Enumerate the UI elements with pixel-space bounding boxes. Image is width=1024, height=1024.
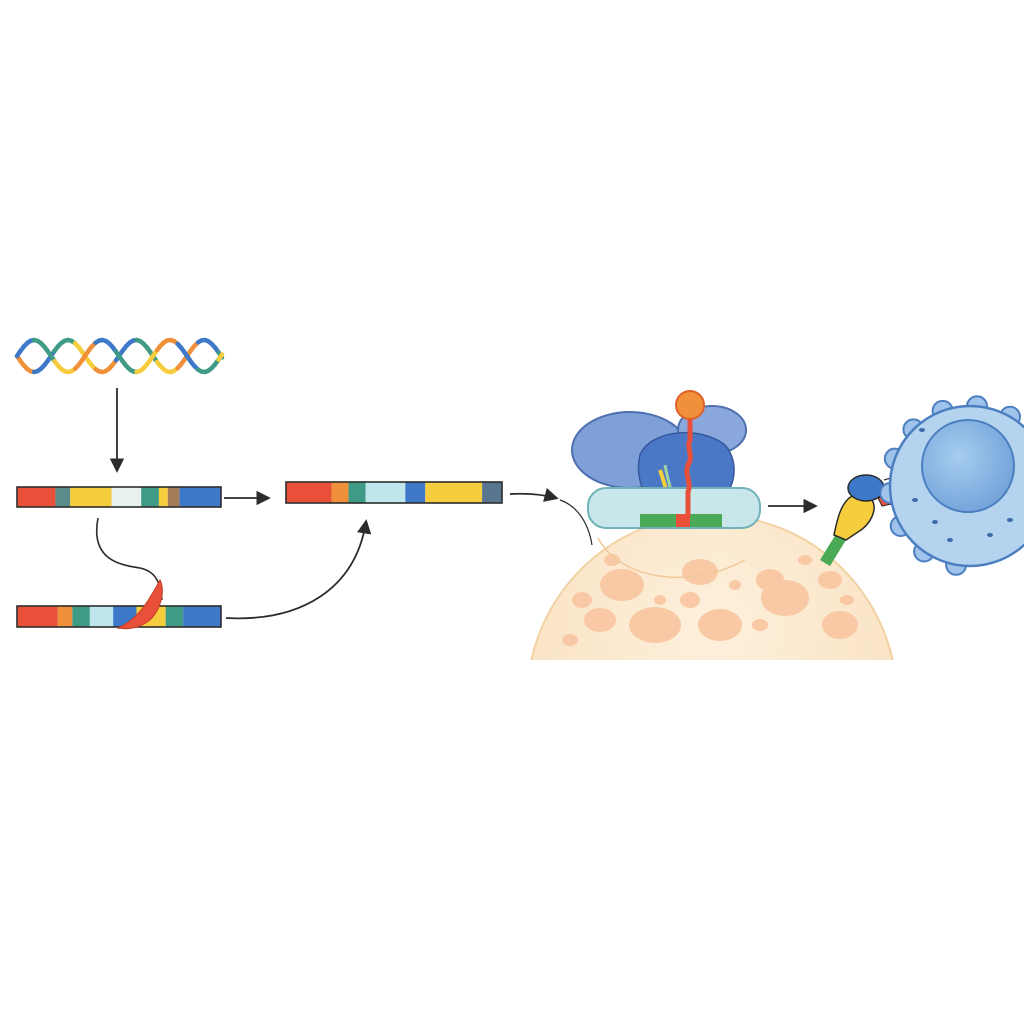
spliced-strand <box>16 605 222 628</box>
strand-segment <box>17 606 58 627</box>
strand-segment <box>365 482 406 503</box>
strand-segment <box>179 487 221 507</box>
strand-segment <box>72 606 90 627</box>
strand-segment <box>482 482 502 503</box>
membrane-anchor-green-right <box>690 514 722 527</box>
cytoplasm-spot <box>600 569 644 601</box>
cell-cytoplasm-spots <box>562 554 858 646</box>
splicing-curve <box>95 517 163 601</box>
mhc-head-blue <box>847 474 885 502</box>
mhc-body-yellow <box>833 495 875 541</box>
mhc-stalk-green <box>820 534 846 566</box>
strand-segment <box>425 482 483 503</box>
arrow-spliced-to-mrna <box>225 519 372 620</box>
cytoplasm-spot <box>752 619 768 631</box>
pre-mrna-strand <box>16 486 222 508</box>
dna-double-helix <box>14 337 225 375</box>
cytoplasm-spot <box>680 592 700 608</box>
splice-loop-ribbon <box>116 578 163 630</box>
strand-segment <box>405 482 426 503</box>
strand-segment <box>158 487 168 507</box>
strand-segment <box>89 606 114 627</box>
cell-body <box>530 514 894 660</box>
cytoplasm-spot <box>654 595 666 605</box>
strand-segment <box>57 606 73 627</box>
arrow-mrna-to-ribosome <box>509 488 559 502</box>
cytoplasm-spot <box>729 580 741 590</box>
strand-segment <box>331 482 349 503</box>
strand-segment <box>55 487 71 507</box>
strand-outline <box>16 486 222 508</box>
strand-outline <box>285 481 503 504</box>
cytoplasm-spot <box>682 559 718 585</box>
strand-segment <box>165 606 184 627</box>
cytoplasm-spot <box>798 555 812 565</box>
t-cell-granule <box>1007 518 1013 522</box>
strand-segment <box>111 487 142 507</box>
t-cell-granules <box>912 428 1013 542</box>
cytoplasm-spot <box>761 580 809 616</box>
dna-strand-segment <box>216 352 225 362</box>
cytoplasm-spot <box>629 607 681 643</box>
membrane-anchor-green-left <box>640 514 676 527</box>
strand-segment <box>286 482 332 503</box>
ribosome-complex <box>571 390 761 529</box>
cytoplasm-spot <box>604 554 620 566</box>
t-cell-granule <box>947 538 953 542</box>
t-cell-nucleus <box>921 419 1015 513</box>
nascent-peptide-stalk <box>684 411 693 519</box>
t-cell-granule <box>919 428 925 432</box>
t-cell-granule <box>932 520 938 524</box>
nascent-peptide-head <box>675 390 705 420</box>
strand-segment <box>141 487 159 507</box>
cytoplasm-spot <box>572 592 592 608</box>
cytoplasm-spot <box>698 609 742 641</box>
cytoplasm-spot <box>562 634 578 646</box>
strand-segment <box>183 606 221 627</box>
strand-segment <box>167 487 180 507</box>
cytoplasm-spot <box>840 595 854 605</box>
strand-segment <box>348 482 366 503</box>
t-cell-granule <box>912 498 918 502</box>
cytoplasm-spot <box>584 608 616 632</box>
strand-segment <box>17 487 56 507</box>
t-cell <box>879 395 1024 576</box>
strand-segment <box>70 487 112 507</box>
cytoplasm-spot <box>822 611 858 639</box>
mrna-entry-curve <box>559 499 593 546</box>
mature-mrna-strand <box>285 481 503 504</box>
cytoplasm-spot <box>818 571 842 589</box>
t-cell-granule <box>987 533 993 537</box>
